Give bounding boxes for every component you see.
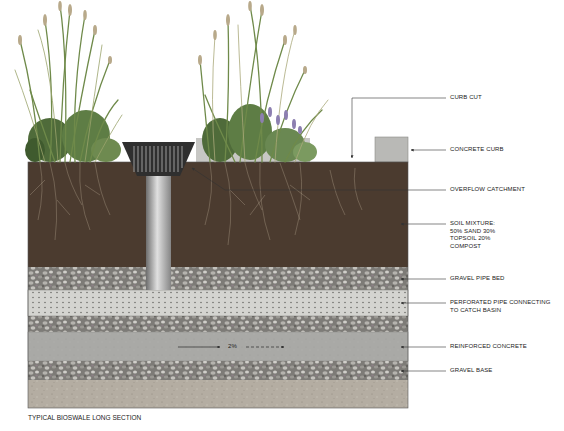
leader-lines <box>192 98 446 371</box>
figure-caption: TYPICAL BIOSWALE LONG SECTION <box>28 414 141 422</box>
overflow-grate <box>122 142 195 176</box>
gravel-layer <box>28 316 408 332</box>
roots <box>30 163 362 245</box>
callout-label: SOIL MIXTURE: 50% SAND 30% TOPSOIL 20% C… <box>450 220 502 250</box>
perforated-pipe <box>28 290 408 316</box>
leader-line <box>401 371 446 372</box>
callout-label: GRAVEL BASE <box>450 367 492 375</box>
concrete-curb <box>375 137 408 162</box>
slope-label: 2% <box>228 343 237 351</box>
plants-left <box>15 1 122 162</box>
leader-line <box>192 168 446 190</box>
grate-slots <box>134 146 182 172</box>
callout-label: OVERFLOW CATCHMENT <box>450 186 525 194</box>
leader-line <box>401 347 446 348</box>
callout-label: GRAVEL PIPE BED <box>450 275 505 283</box>
gravel-base <box>28 361 408 380</box>
leader-line <box>401 303 446 304</box>
overflow-pipe <box>146 170 171 290</box>
section-frame <box>28 162 408 408</box>
leader-line <box>401 279 446 280</box>
leader-line <box>352 98 446 158</box>
subgrade <box>28 380 408 408</box>
callout-label: REINFORCED CONCRETE <box>450 343 527 351</box>
callout-label: PERFORATED PIPE CONNECTING TO CATCH BASI… <box>450 299 558 314</box>
soil-layer <box>28 162 408 267</box>
callout-label: CONCRETE CURB <box>450 146 504 154</box>
plants-right <box>198 1 328 162</box>
gravel-pipe-bed <box>28 267 408 290</box>
leader-line <box>411 150 446 151</box>
reinforced-concrete <box>28 332 408 361</box>
callout-label: CURB CUT <box>450 94 482 102</box>
leader-line <box>401 224 446 225</box>
